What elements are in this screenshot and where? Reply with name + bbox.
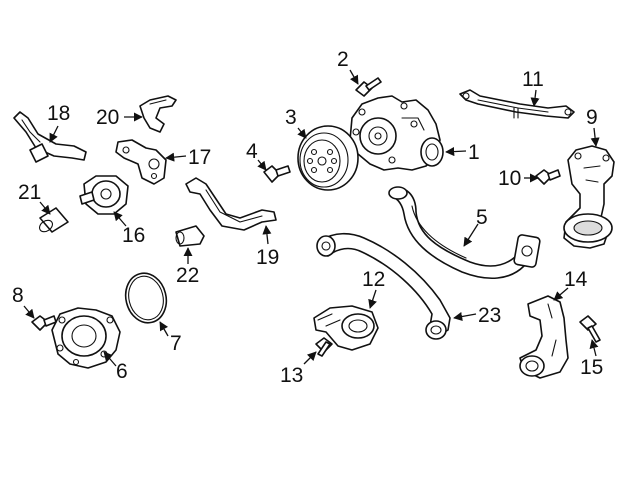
part-23-coolant-pipe [316,232,451,340]
part-3-pulley [297,125,359,191]
leader-11 [530,89,540,107]
part-18-hose [13,111,87,163]
callout-19: 19 [256,246,279,269]
callout-18: 18 [47,102,70,125]
callout-8: 8 [12,284,24,307]
callout-13: 13 [280,364,303,387]
callout-21: 21 [18,181,41,204]
leader-5 [463,223,479,247]
callout-10: 10 [498,167,521,190]
callout-11: 11 [522,68,544,91]
leader-12 [368,289,377,309]
leader-23 [453,312,477,322]
leader-13 [303,351,317,365]
callout-23: 23 [478,304,501,327]
part-14-hose-elbow [519,295,569,379]
leader-6 [103,351,117,367]
leader-14 [553,287,569,301]
callout-3: 3 [285,106,297,129]
part-6-thermostat-housing [51,307,121,369]
callout-2: 2 [337,48,349,71]
part-21-hose-sleeve [39,207,69,233]
callout-labels: 1 2 3 4 5 6 7 8 9 10 11 12 13 14 15 16 1… [12,48,603,387]
callout-1: 1 [468,141,480,164]
leader-16 [113,211,127,227]
part-12-thermostat-cover [313,305,379,351]
leader-2 [349,69,359,85]
part-4-bolt [263,165,291,183]
leader-21 [39,201,51,215]
leader-4 [257,159,267,171]
part-8-bolt [31,315,57,331]
callout-7: 7 [170,332,182,355]
part-9-outlet-housing [563,145,615,249]
callout-4: 4 [246,140,258,163]
callout-14: 14 [564,268,588,291]
leader-8 [23,305,35,319]
leader-7 [159,321,169,337]
callout-15: 15 [580,356,603,379]
leader-19 [262,225,272,245]
leader-15 [589,339,599,357]
part-1-water-pump [349,95,444,171]
leader-17 [165,152,187,162]
leader-9 [590,127,600,147]
part-5-coolant-pipe [388,186,541,280]
part-11-bypass-tube [459,89,575,119]
leader-lines [23,69,600,367]
part-7-o-ring [124,272,168,324]
callout-17: 17 [188,146,211,169]
callout-22: 22 [176,264,199,287]
part-19-hose [185,177,277,231]
leader-18 [49,125,59,143]
part-13-bolt [315,337,333,357]
callout-12: 12 [362,268,385,291]
part-20-small-pipe [139,95,177,133]
callout-20: 20 [96,106,119,129]
callout-9: 9 [586,106,598,129]
leader-1 [445,147,467,157]
part-16-auxiliary-pump [79,175,129,215]
part-22-connector [175,225,205,247]
part-15-bolt [579,315,601,343]
callout-6: 6 [116,360,128,383]
leader-3 [297,127,307,139]
callout-16: 16 [122,224,145,247]
callout-5: 5 [476,206,488,229]
part-10-bolt [535,169,561,185]
part-2-bolt [355,77,382,97]
part-17-bracket [115,139,167,185]
